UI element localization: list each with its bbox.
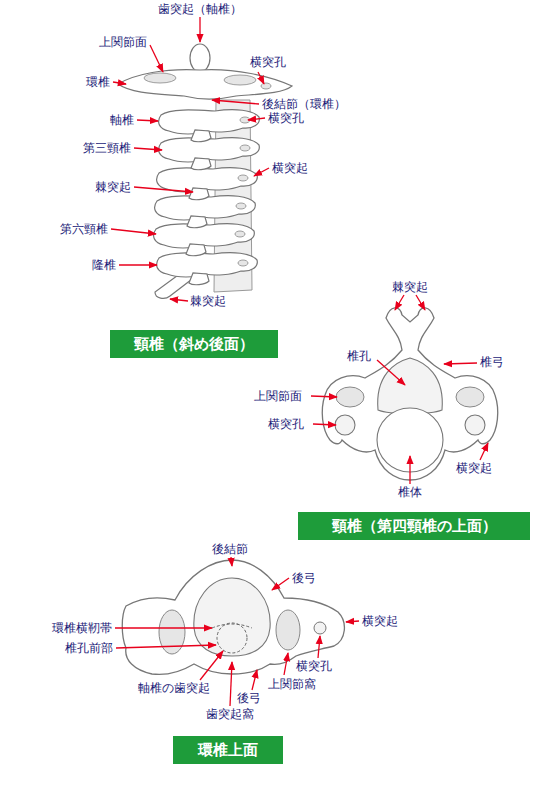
fourth-cervical-vertebra xyxy=(322,308,497,480)
part-label: 棘突起 xyxy=(392,280,428,294)
part-label: 隆椎 xyxy=(92,258,116,272)
part-label: 横突孔 xyxy=(250,55,286,69)
title-text: 環椎上面 xyxy=(198,741,258,759)
part-label: 椎弓 xyxy=(480,355,504,369)
part-label: 横突起 xyxy=(272,161,308,175)
title-bar: 環椎上面 xyxy=(173,736,283,764)
part-label: 第六頸椎 xyxy=(60,222,108,236)
part-label: 第三頸椎 xyxy=(83,141,131,155)
title-bar: 頸椎（斜め後面） xyxy=(110,330,278,358)
part-label: 上関節面 xyxy=(254,389,302,403)
part-label: 横突孔 xyxy=(268,111,304,125)
part-label: 椎体 xyxy=(398,485,422,499)
part-label: 横突起 xyxy=(362,614,398,628)
leader-arrow xyxy=(111,17,488,706)
cervical-spine xyxy=(118,44,292,298)
part-label: 歯突起窩 xyxy=(206,707,254,721)
part-label: 椎孔 xyxy=(347,349,371,363)
title-text: 頸椎（第四頸椎の上面） xyxy=(332,517,497,535)
part-label: 後弓 xyxy=(292,571,316,585)
part-label: 軸椎 xyxy=(110,113,134,127)
part-label: 横突孔 xyxy=(268,417,304,431)
part-label: 歯突起（軸椎） xyxy=(158,2,242,16)
part-label: 上関節窩 xyxy=(268,677,316,691)
part-label: 後弓 xyxy=(237,691,261,705)
part-label: 上関節面 xyxy=(99,35,147,49)
part-label: 環椎 xyxy=(86,75,110,89)
title-text: 頸椎（斜め後面） xyxy=(134,335,254,353)
title-bar: 頸椎（第四頸椎の上面） xyxy=(298,512,530,540)
part-label: 軸椎の歯突起 xyxy=(138,681,210,695)
part-label: 環椎横靭帯 xyxy=(52,621,112,635)
part-label: 後結節 xyxy=(212,542,248,556)
part-label: 横突起 xyxy=(456,461,492,475)
part-label: 椎孔前部 xyxy=(65,641,113,655)
part-label: 棘突起 xyxy=(190,294,226,308)
atlas xyxy=(122,560,344,674)
part-label: 後結節（環椎） xyxy=(262,97,346,111)
part-label: 棘突起 xyxy=(95,180,131,194)
part-label: 横突孔 xyxy=(296,659,332,673)
